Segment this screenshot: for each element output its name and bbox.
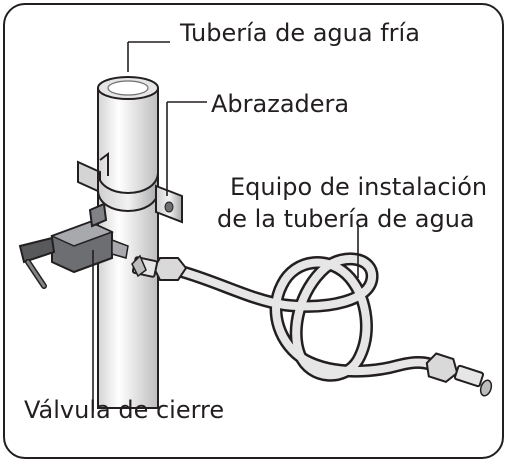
pipe-clamp	[77, 152, 183, 224]
label-shutoff-valve: Válvula de cierre	[24, 396, 225, 424]
leader-lines	[92, 41, 359, 412]
label-clamp: Abrazadera	[211, 90, 350, 118]
water-line-hose	[169, 252, 445, 382]
hose-fitting-inlet	[131, 254, 188, 281]
label-install-kit-line2: de la tubería de agua	[217, 205, 475, 233]
hose-fitting-outlet	[425, 352, 493, 397]
label-install-kit-line1: Equipo de instalación	[230, 173, 488, 201]
label-cold-water-pipe: Tubería de agua fría	[180, 19, 420, 47]
shutoff-valve	[18, 202, 129, 289]
